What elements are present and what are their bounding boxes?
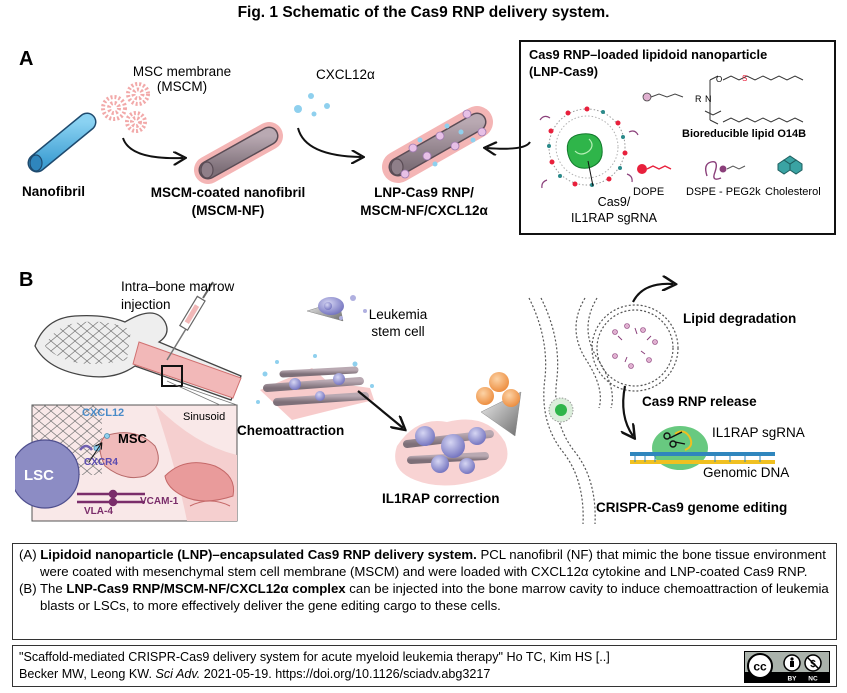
citation-line1: "Scaffold-mediated CRISPR-Cas9 delivery … [19, 650, 610, 664]
arrow-coating-icon [122, 137, 183, 158]
arrow-inset-to-fibril-icon [487, 142, 531, 149]
il1rap-correction-icon [395, 372, 522, 486]
bioreducible-lipid-icon [642, 75, 804, 125]
caption-b-bold: LNP-Cas9 RNP/MSCM-NF/CXCL12α complex [66, 581, 346, 596]
lnp-cas9-inset: Cas9 RNP–loaded lipidoid nanoparticle (LN… [519, 40, 836, 235]
citation-journal: Sci Adv. [155, 667, 201, 681]
dope-icon [637, 164, 672, 174]
caption-b-prefix: (B) The [19, 581, 67, 596]
nanofibril-icon [27, 112, 97, 173]
citation-authors: Becker MW, Leong KW. [19, 667, 156, 681]
inset-vla4-label: VLA-4 [84, 506, 113, 517]
leukemia-label: Leukemia stem cell [363, 306, 433, 340]
bone-icon [34, 312, 242, 401]
leukemia-line1: Leukemia [368, 307, 428, 322]
cas9-genome-editing-icon [630, 426, 775, 470]
cholesterol-label: Cholesterol [765, 186, 821, 198]
mscm-nf-label: MSCM-coated nanofibril (MSCM-NF) [139, 184, 317, 220]
inset-title-line1: Cas9 RNP–loaded lipidoid nanoparticle [529, 47, 768, 62]
panel-a-letter: A [19, 48, 34, 70]
lnp-complex-line1: LNP-Cas9 RNP/ [374, 185, 474, 200]
citation-line2: Becker MW, Leong KW. Sci Adv. 2021-05-19… [19, 666, 830, 683]
bone-marrow-niche-inset [15, 380, 238, 522]
il1rap-sgrna-label: IL1RAP sgRNA [712, 425, 805, 440]
n-atom-label: N [705, 94, 712, 104]
cxcl12-particles-icon [294, 93, 330, 117]
inset-vcam1-label: VCAM-1 [140, 496, 179, 507]
s-atom-label: S [742, 74, 748, 83]
caption-b-text: can be injected into the bone marrow cav… [40, 581, 829, 613]
arrow-loading-icon [297, 127, 361, 157]
lsc-cell-icon [15, 439, 80, 509]
crispr-label: CRISPR-Cas9 genome editing [596, 500, 788, 515]
lipid-name: Bioreducible lipid O14B [682, 128, 807, 140]
msc-membrane-line2: (MSCM) [156, 79, 208, 94]
arrow-release-icon [623, 385, 633, 436]
citation-doi[interactable]: 2021-05-19. https://doi.org/10.1126/scia… [200, 667, 491, 681]
cc-text: cc [753, 660, 767, 674]
figure-artwork [15, 75, 804, 525]
chemoattraction-icon [256, 295, 374, 420]
inset-cxcr4-label: CXCR4 [84, 457, 118, 468]
leukemia-line2: stem cell [371, 324, 425, 339]
inset-sinusoid-label: Sinusoid [183, 411, 226, 423]
dspe-peg2k-icon [704, 161, 746, 180]
msc-membrane-line1: MSC membrane [132, 64, 232, 79]
injection-line1: Intra–bone marrow [121, 279, 235, 294]
injection-line2: injection [121, 297, 171, 312]
inset-title: Cas9 RNP–loaded lipidoid nanoparticle (LN… [529, 46, 767, 80]
caption-b: (B) The LNP-Cas9 RNP/MSCM-NF/CXCL12α com… [19, 580, 830, 614]
cholesterol-icon [777, 155, 803, 175]
arrow-degradation-icon [632, 284, 673, 303]
dope-label: DOPE [633, 186, 665, 198]
genomic-dna-label: Genomic DNA [703, 465, 790, 480]
o-atom-label: O [716, 75, 723, 84]
cc-license-badge[interactable]: cc $ BY NC [744, 651, 830, 683]
citation-box: "Scaffold-mediated CRISPR-Cas9 delivery … [12, 645, 837, 687]
lnp-uptake-icon [548, 397, 574, 423]
mscm-nf-line1: MSCM-coated nanofibril [150, 185, 306, 200]
lnp-complex-line2: MSCM-NF/CXCL12α [360, 203, 488, 218]
caption-a: (A) Lipidoid nanoparticle (LNP)–encapsul… [19, 546, 830, 580]
cc-by-nc-icon: cc $ BY NC [745, 653, 829, 683]
caption-a-text: PCL nanofibril (NF) that mimic the bone … [40, 547, 826, 579]
lnp-loaded-fibril-icon [382, 106, 493, 183]
r-atom-label: R [695, 94, 702, 104]
il1rap-correction-label: IL1RAP correction [382, 491, 500, 506]
figure-panels: A MSC membrane(MSCM) CXCL12α Nanofibril … [15, 36, 839, 526]
msc-membrane-label: MSC membrane(MSCM) [116, 64, 248, 94]
figure-title: Fig. 1 Schematic of the Cas9 RNP deliver… [237, 4, 610, 21]
mscm-nf-line2: (MSCM-NF) [191, 203, 265, 218]
inset-cxcl12-label: CXCL12 [82, 407, 125, 419]
lnp-complex-label: LNP-Cas9 RNP/MSCM-NF/CXCL12α [349, 184, 499, 220]
syringe-icon [166, 281, 214, 361]
lnp-cas9-particle-icon [539, 106, 639, 189]
nc-text: NC [808, 676, 818, 683]
injection-label: Intra–bone marrow injection [121, 278, 234, 314]
chemoattraction-label: Chemoattraction [237, 423, 345, 438]
mscm-coated-fibril-icon [194, 122, 283, 184]
cas9-release-label: Cas9 RNP release [642, 394, 757, 409]
panel-b-letter: B [19, 269, 34, 291]
nanofibril-label: Nanofibril [22, 184, 85, 199]
msc-membrane-vesicles-icon [101, 82, 150, 133]
arrow-chemoattraction-icon [357, 390, 403, 428]
figure-caption: (A) Lipidoid nanoparticle (LNP)–encapsul… [12, 543, 837, 640]
lipid-degradation-icon [591, 304, 679, 392]
by-text: BY [787, 676, 797, 683]
inset-lsc-label: LSC [24, 467, 54, 484]
dspe-label: DSPE - PEG2k [686, 186, 761, 198]
inset-msc-label: MSC [118, 431, 147, 446]
lipid-degradation-label: Lipid degradation [683, 311, 797, 326]
caption-a-bold: Lipidoid nanoparticle (LNP)–encapsulated… [40, 547, 477, 562]
cxcl12-label: CXCL12α [316, 67, 375, 82]
caption-a-prefix: (A) [19, 547, 41, 562]
svg-text:$: $ [810, 659, 816, 670]
cas9-sgrna-label: Cas9/IL1RAP sgRNA [569, 194, 659, 226]
cas9-line1: Cas9/ [597, 195, 631, 209]
cas9-line2: IL1RAP sgRNA [571, 211, 657, 225]
inset-title-line2: (LNP-Cas9) [529, 64, 598, 79]
